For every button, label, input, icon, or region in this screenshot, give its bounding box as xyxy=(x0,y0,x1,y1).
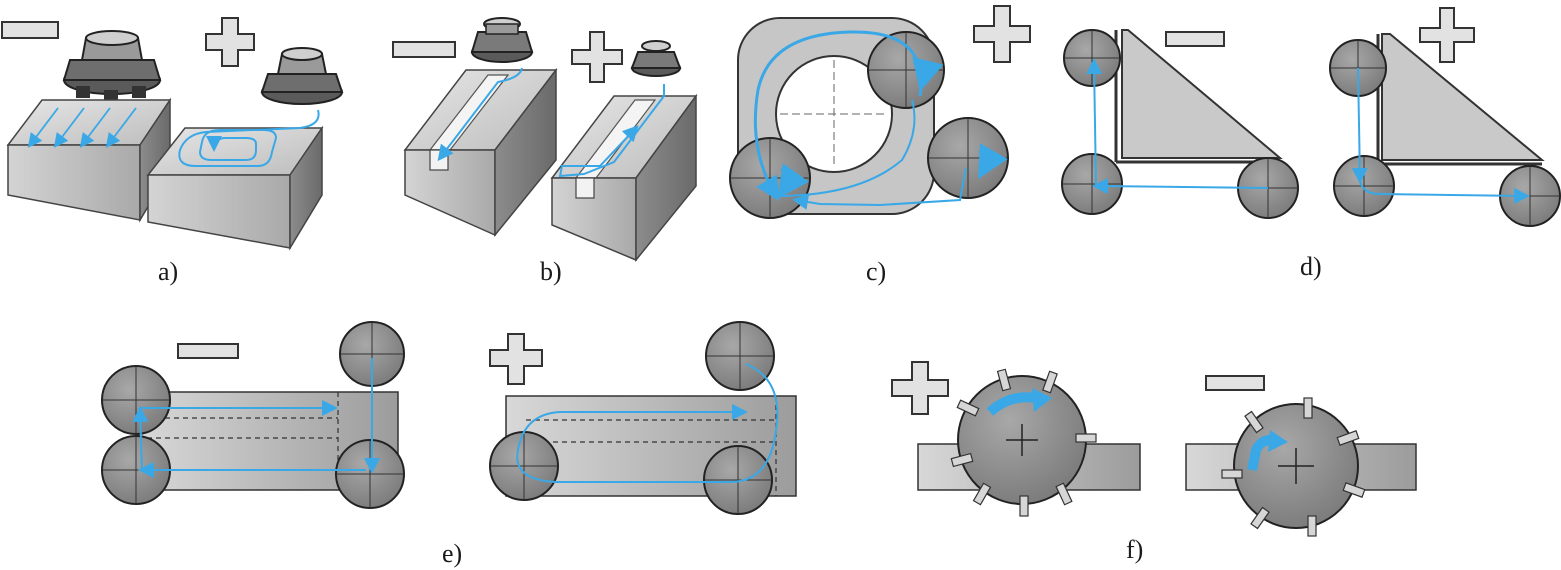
panel-label: c) xyxy=(866,257,886,286)
milling-cutter xyxy=(927,117,1009,199)
panel-label: d) xyxy=(1300,252,1322,281)
minus-sign xyxy=(1205,375,1265,391)
plus-sign xyxy=(205,17,255,67)
minus-sign xyxy=(1165,31,1225,47)
plus-sign xyxy=(489,333,543,385)
rotation-arrow xyxy=(986,392,1037,416)
tool-path xyxy=(1351,67,1530,204)
milling-cutter xyxy=(101,435,171,505)
milling-cutter xyxy=(705,321,775,391)
triangle-workpiece xyxy=(1114,29,1283,164)
milling-cutter xyxy=(101,365,171,435)
tool-path-spiral xyxy=(178,109,320,167)
panel-c: c) xyxy=(729,5,1031,286)
milling-cutter xyxy=(339,321,405,387)
plus-sign xyxy=(571,31,623,83)
workpiece-block xyxy=(6,97,172,223)
end-mill-cutter xyxy=(470,17,534,63)
tool-path xyxy=(132,358,380,478)
face-mill-cutter xyxy=(62,30,162,102)
tool-path-parallel xyxy=(27,107,137,148)
plus-sign xyxy=(891,361,949,415)
face-mill-cutter xyxy=(260,47,344,105)
face-mill-top-view xyxy=(950,368,1097,517)
milling-cutter xyxy=(1061,153,1123,215)
milling-cutter xyxy=(335,439,405,509)
rotation-arrow xyxy=(912,56,944,92)
minus-sign xyxy=(1,21,59,39)
tool-path xyxy=(1086,58,1269,195)
end-mill-cutter xyxy=(630,40,682,77)
tool-path xyxy=(437,67,523,162)
panel-a: a) xyxy=(1,17,344,286)
milling-cutter xyxy=(1063,29,1121,87)
panel-e: e) xyxy=(101,321,797,568)
tool-path-contour xyxy=(753,30,967,210)
triangle-workpiece xyxy=(1376,33,1545,166)
milling-cutter xyxy=(489,431,559,501)
panel-label: f) xyxy=(1126,535,1143,564)
milling-cutter xyxy=(1499,165,1561,227)
plus-sign xyxy=(973,5,1031,63)
milling-cutter xyxy=(1333,155,1395,217)
tool-path xyxy=(558,84,665,178)
face-mill-top-view xyxy=(1221,397,1366,537)
rotation-arrow xyxy=(978,143,1008,179)
panel-f: f) xyxy=(891,361,1417,564)
panel-label: b) xyxy=(540,257,562,286)
tool-path xyxy=(516,363,779,483)
minus-sign xyxy=(177,343,239,359)
plus-sign xyxy=(1419,7,1475,63)
panel-d: d) xyxy=(1061,7,1561,281)
panel-label: a) xyxy=(158,257,178,286)
rotation-arrow xyxy=(777,163,809,199)
workpiece-block xyxy=(146,125,324,251)
panel-label: e) xyxy=(442,539,462,568)
slotted-workpiece xyxy=(550,93,698,263)
panel-b: b) xyxy=(392,17,698,286)
milling-cutter xyxy=(867,31,945,109)
slotted-workpiece xyxy=(403,67,558,238)
milling-cutter xyxy=(729,137,811,219)
milling-cutter xyxy=(703,445,773,515)
minus-sign xyxy=(392,41,456,58)
